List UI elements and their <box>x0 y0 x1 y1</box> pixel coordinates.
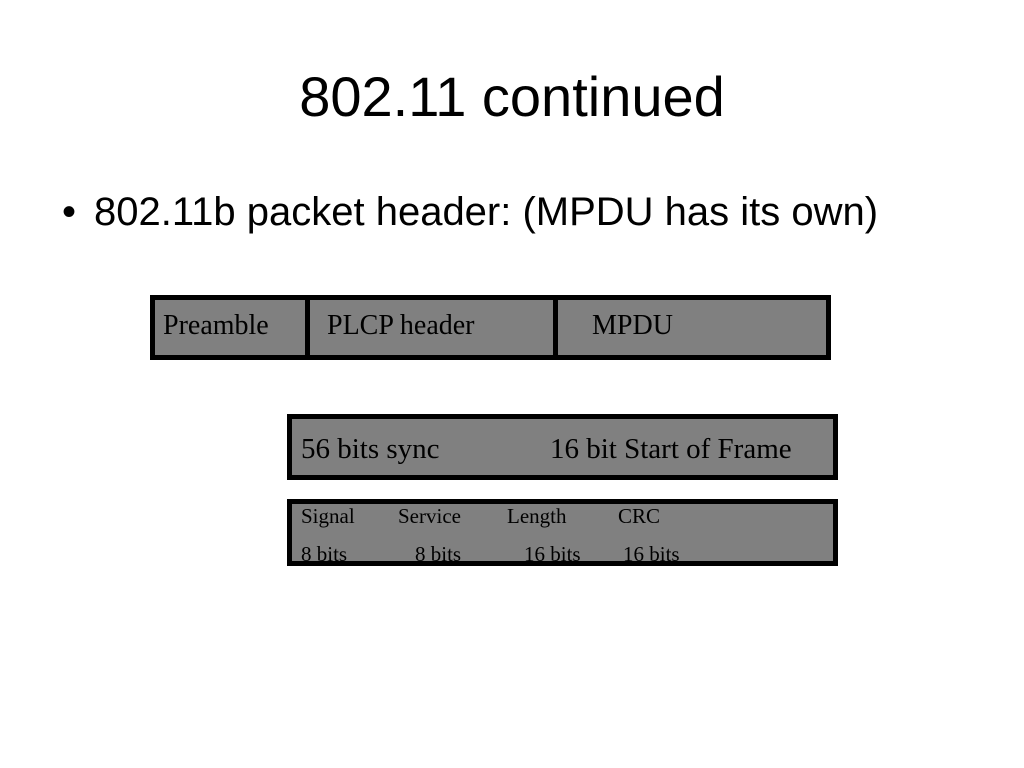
bullet-list: • 802.11b packet header: (MPDU has its o… <box>62 188 942 237</box>
bullet-text: 802.11b packet header: (MPDU has its own… <box>94 190 879 234</box>
bullet-item: • 802.11b packet header: (MPDU has its o… <box>62 188 942 237</box>
length-field-size: 16 bits <box>524 542 581 566</box>
service-field-name: Service <box>398 504 461 528</box>
start-of-frame-label: 16 bit Start of Frame <box>550 433 792 465</box>
signal-field-size: 8 bits <box>301 542 348 566</box>
signal-field-name: Signal <box>301 504 355 528</box>
preamble-label: Preamble <box>163 310 269 341</box>
mpdu-label: MPDU <box>592 310 673 341</box>
length-field-name: Length <box>507 504 567 528</box>
service-field-size: 8 bits <box>415 542 462 566</box>
sync-bits-label: 56 bits sync <box>301 433 440 465</box>
preamble-detail-box: 56 bits sync 16 bit Start of Frame <box>287 414 838 480</box>
preamble-divider <box>305 300 310 355</box>
plcp-divider <box>553 300 558 355</box>
crc-field-name: CRC <box>618 504 661 528</box>
bullet-marker: • <box>62 190 77 234</box>
slide-title: 802.11 continued <box>299 65 725 128</box>
crc-field-size: 16 bits <box>623 542 680 566</box>
plcp-detail-box: Signal 8 bits Service 8 bits Length 16 b… <box>287 499 838 566</box>
plcp-header-label: PLCP header <box>327 310 475 341</box>
packet-structure-box: Preamble PLCP header MPDU <box>150 295 831 360</box>
